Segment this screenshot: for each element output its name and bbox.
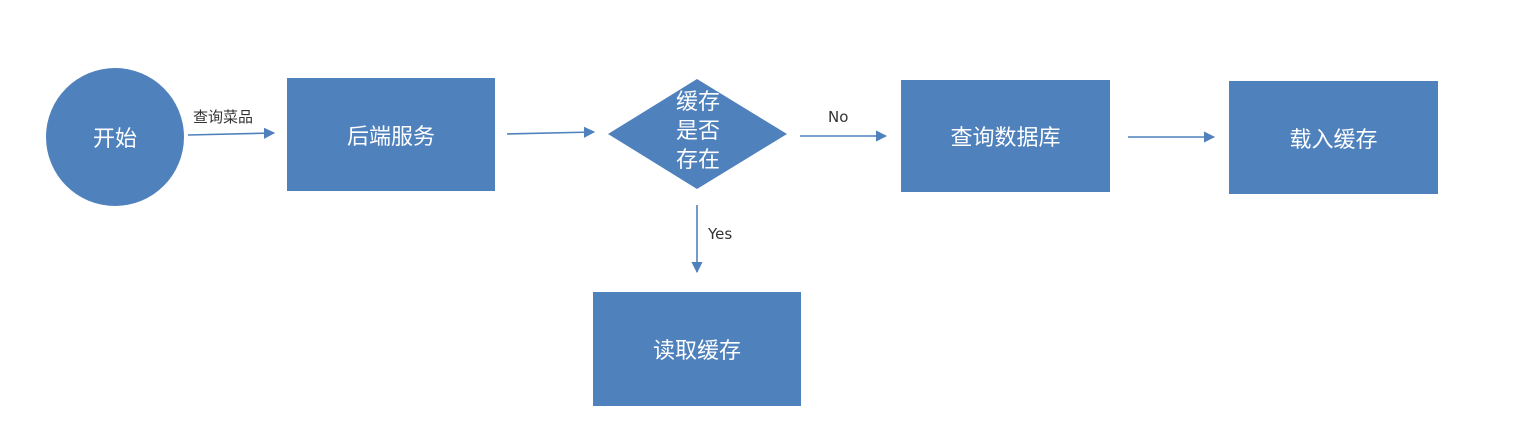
decision-diamond — [608, 79, 787, 189]
read-cache-node: 读取缓存 — [593, 292, 801, 406]
read-cache-label: 读取缓存 — [652, 339, 741, 364]
backend-service-node: 后端服务 — [287, 78, 495, 191]
load-cache-node: 载入缓存 — [1229, 81, 1438, 194]
backend-service-label: 后端服务 — [346, 124, 435, 150]
query-database-label: 查询数据库 — [950, 126, 1061, 151]
start-node-label: 开始 — [92, 127, 137, 152]
arrow-start-to-backend — [187, 127, 276, 139]
query-dish-edge-label: 查询菜品 — [193, 108, 254, 126]
load-cache-label: 载入缓存 — [1289, 127, 1378, 153]
cache-exists-decision-label: 缓存 是否 存在 — [675, 90, 720, 173]
no-edge-label: No — [828, 108, 849, 126]
query-database-node: 查询数据库 — [901, 80, 1110, 192]
start-node: 开始 — [46, 68, 184, 206]
arrow-backend-to-decision — [506, 126, 596, 138]
yes-edge-label: Yes — [708, 225, 733, 243]
